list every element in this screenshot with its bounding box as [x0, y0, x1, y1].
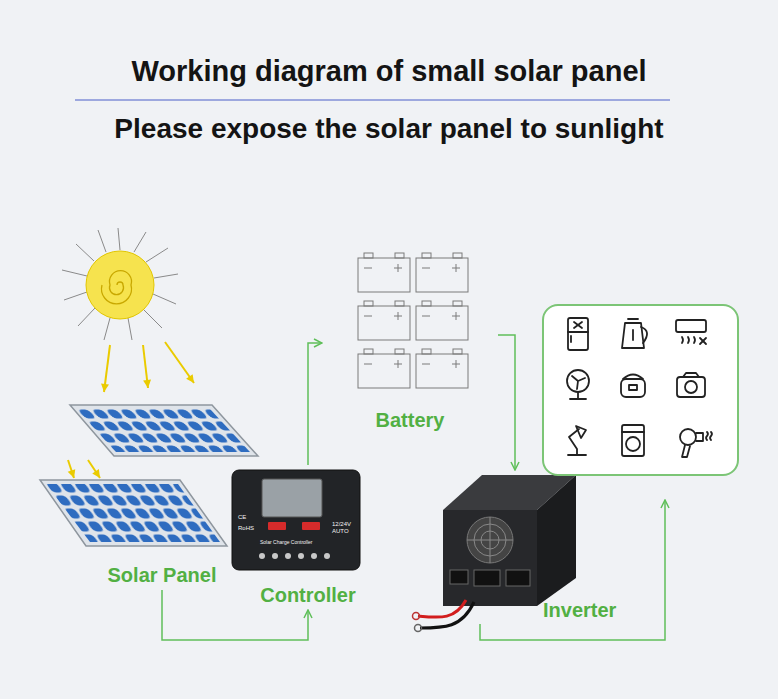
title-rule [75, 100, 670, 101]
flow-arrow [308, 343, 322, 465]
component-node: Battery [322, 245, 498, 432]
subtitle: Please expose the solar panel to sunligh… [0, 113, 778, 145]
component-label: Inverter [543, 598, 616, 622]
device-marking: Solar Charge Controller [260, 540, 313, 546]
component-label: Solar Panel [108, 563, 217, 587]
flow-arrow [498, 335, 515, 470]
battery-bank [358, 253, 468, 388]
solar-panel-illustration [40, 405, 258, 546]
controller-illustration [232, 470, 360, 570]
component-node: Solar Panel [62, 395, 262, 587]
appliances-panel [543, 305, 738, 475]
component-node: Controller [238, 465, 378, 607]
component-label: Controller [260, 583, 356, 607]
sun [62, 228, 178, 340]
diagram-title: Working diagram of small solar panel [0, 55, 778, 88]
device-marking: 12/24V AUTO [332, 521, 358, 534]
device-marking: CE [238, 514, 246, 521]
component-label: Battery [376, 408, 445, 432]
output-arrow [480, 500, 665, 640]
component-node: Inverter [440, 470, 635, 622]
device-marking: RoHS [238, 525, 254, 532]
